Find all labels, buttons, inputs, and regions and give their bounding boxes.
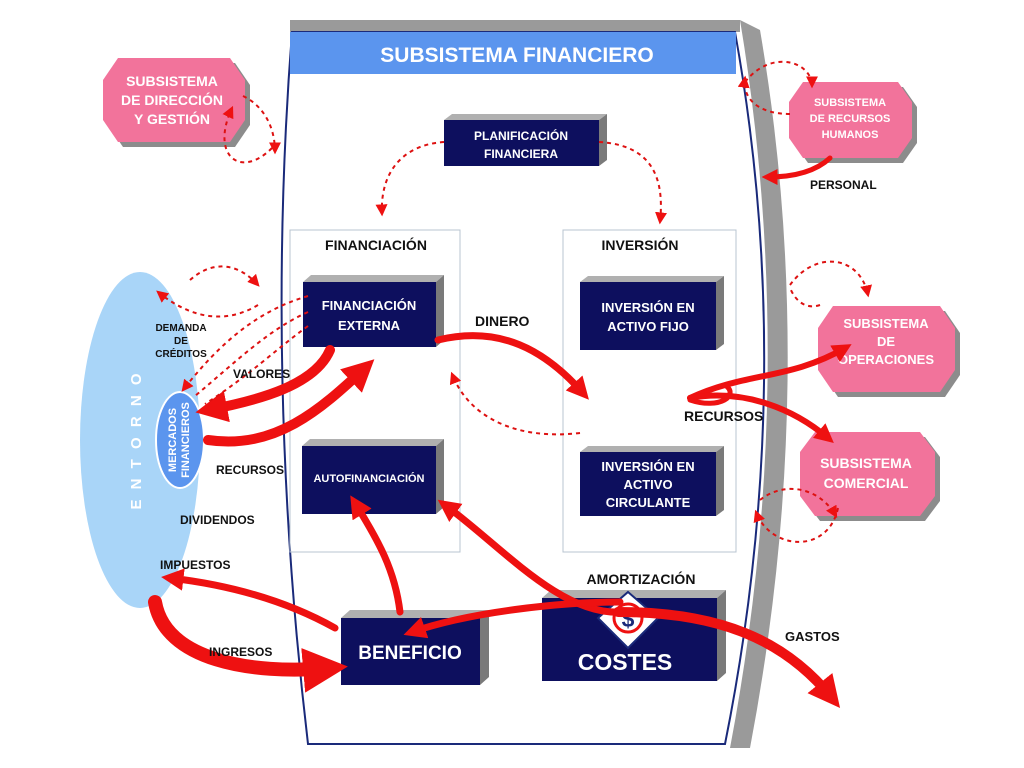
flow-labels: DEMANDA DE CRÉDITOS VALORES RECURSOS DIV… <box>155 178 876 659</box>
activo-fijo-line-1: INVERSIÓN EN <box>601 300 694 315</box>
label-demanda-3: CRÉDITOS <box>155 347 207 360</box>
dashed-operaciones-2 <box>789 287 821 308</box>
label-amortizacion: AMORTIZACIÓN <box>587 570 696 587</box>
label-dividendos: DIVIDENDOS <box>180 513 255 527</box>
mercados-label-2: FINANCIEROS <box>180 402 192 478</box>
label-ingresos: INGRESOS <box>209 645 272 659</box>
rrhh-line-2: DE RECURSOS <box>810 113 891 125</box>
subsistema-direccion: SUBSISTEMA DE DIRECCIÓN Y GESTIÓN <box>103 58 250 147</box>
dashed-inversion-financiacion <box>449 371 581 436</box>
box-activo-circulante: INVERSIÓN EN ACTIVO CIRCULANTE <box>580 446 724 516</box>
activo-circulante-line-3: CIRCULANTE <box>606 495 691 510</box>
page-title: SUBSISTEMA FINANCIERO <box>380 44 653 67</box>
group-label-financiacion: FINANCIACIÓN <box>325 236 427 253</box>
subsistema-operaciones: SUBSISTEMA DE OPERACIONES <box>818 306 960 397</box>
arrow-dividendos <box>350 495 404 616</box>
dashed-entorno-2 <box>156 290 259 318</box>
activo-circulante-line-1: INVERSIÓN EN <box>601 459 694 474</box>
arrow-beneficio <box>403 598 624 639</box>
label-recursos-right: RECURSOS <box>684 408 763 424</box>
arrow-personal <box>761 155 833 185</box>
arrow-valores <box>195 345 335 423</box>
mercados-financieros: MERCADOS FINANCIEROS <box>155 391 205 489</box>
entorno: E N T O R N O MERCADOS FINANCIEROS <box>80 272 205 608</box>
main-container: SUBSISTEMA FINANCIERO <box>280 20 788 748</box>
operaciones-line-3: OPERACIONES <box>838 352 934 367</box>
dashed-demanda-1 <box>181 295 309 392</box>
entorno-label: E N T O R N O <box>128 370 145 509</box>
inversion-frame <box>562 229 737 553</box>
mercados-label-1: MERCADOS <box>167 408 179 472</box>
label-valores: VALORES <box>233 367 290 381</box>
arrow-dinero <box>434 332 589 400</box>
dashed-comercial-2 <box>759 487 838 519</box>
activo-fijo-line-2: ACTIVO FIJO <box>607 319 689 334</box>
direccion-line-2: DE DIRECCIÓN <box>121 91 223 108</box>
direccion-line-3: Y GESTIÓN <box>134 110 210 127</box>
subsistema-comercial: SUBSISTEMA COMERCIAL <box>800 432 940 521</box>
dashed-comercial-1 <box>753 507 839 543</box>
box-autofinanciacion: AUTOFINANCIACIÓN <box>302 439 444 514</box>
dashed-operaciones-1 <box>789 260 872 298</box>
box-activo-fijo: INVERSIÓN EN ACTIVO FIJO <box>580 276 724 350</box>
planificacion-line-1: PLANIFICACIÓN <box>474 128 568 143</box>
arrow-amortizacion <box>437 499 624 616</box>
comercial-line-2: COMERCIAL <box>824 475 909 491</box>
box-beneficio: BENEFICIO <box>341 610 489 685</box>
operaciones-line-2: DE <box>877 334 895 349</box>
box-financiacion-externa: FINANCIACIÓN EXTERNA <box>303 275 444 347</box>
fin-externa-line-1: FINANCIACIÓN <box>322 298 417 313</box>
label-recursos-left: RECURSOS <box>216 463 284 477</box>
flow-arrows <box>148 155 852 708</box>
title-bar <box>290 32 736 74</box>
arrow-recursos-left <box>203 359 375 447</box>
box-planificacion: PLANIFICACIÓN FINANCIERA <box>444 114 607 166</box>
dashed-plan-inversion <box>598 141 667 225</box>
label-gastos: GASTOS <box>785 629 840 644</box>
rrhh-line-3: HUMANOS <box>822 129 879 141</box>
beneficio-label: BENEFICIO <box>358 643 461 664</box>
rrhh-line-1: SUBSISTEMA <box>814 97 886 109</box>
planificacion-line-2: FINANCIERA <box>484 147 558 161</box>
fin-externa-line-2: EXTERNA <box>338 318 401 333</box>
dashed-demanda-3 <box>204 325 309 405</box>
label-demanda-1: DEMANDA <box>155 323 206 334</box>
label-demanda-2: DE <box>174 336 188 347</box>
direccion-line-1: SUBSISTEMA <box>126 73 218 89</box>
label-dinero: DINERO <box>475 313 530 329</box>
arrow-recursos-comercial <box>687 392 834 443</box>
dashed-arrows <box>156 60 872 543</box>
operaciones-line-1: SUBSISTEMA <box>843 316 929 331</box>
costes-label: COSTES <box>578 649 673 675</box>
arrow-recursos-loop <box>687 382 733 406</box>
dashed-rrhh-1 <box>744 60 818 89</box>
arrow-gastos <box>613 607 841 708</box>
label-personal: PERSONAL <box>810 178 877 192</box>
arrow-ingresos <box>148 595 348 693</box>
autofinanciacion-label: AUTOFINANCIACIÓN <box>313 472 424 485</box>
dashed-entorno-1 <box>189 265 260 287</box>
label-impuestos: IMPUESTOS <box>160 558 230 572</box>
dashed-direccion-2 <box>222 105 273 164</box>
subsistema-rrhh: SUBSISTEMA DE RECURSOS HUMANOS <box>789 82 917 163</box>
arrow-recursos-operaciones <box>687 344 852 401</box>
comercial-line-1: SUBSISTEMA <box>820 455 912 471</box>
group-label-inversion: INVERSIÓN <box>601 236 678 253</box>
arrow-impuestos <box>161 568 339 632</box>
activo-circulante-line-2: ACTIVO <box>623 477 672 492</box>
dashed-demanda-2 <box>194 311 309 397</box>
